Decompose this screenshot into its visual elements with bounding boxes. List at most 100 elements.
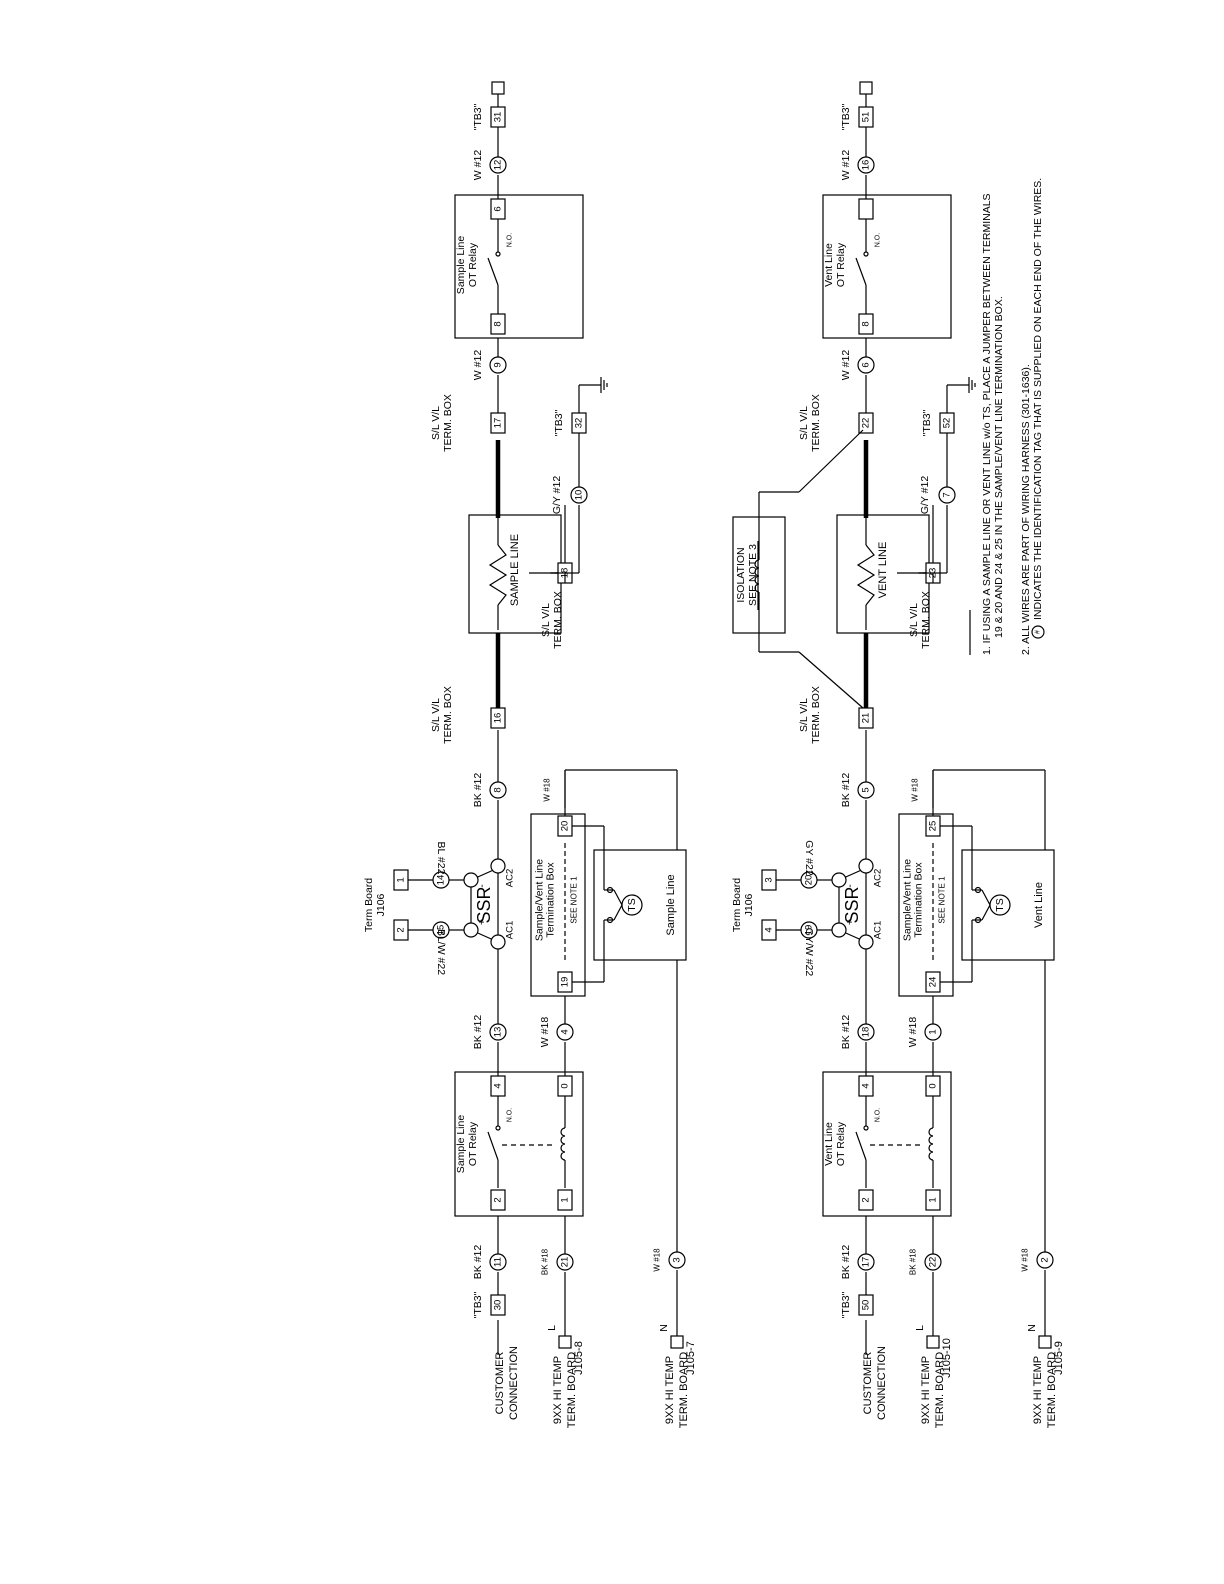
- wire-label: BK #12: [840, 1245, 852, 1280]
- ssr-ac2: AC2: [505, 869, 516, 887]
- wire-tag-label: 3: [672, 1257, 683, 1262]
- ground-symbol: [968, 377, 976, 393]
- ts-wire: [981, 904, 991, 921]
- slvl-label-gnd-line: TERM. BOX: [552, 591, 564, 649]
- note-1-line-2: 19 & 20 AND 24 & 25 IN THE SAMPLE/VENT L…: [993, 296, 1005, 638]
- ts-wire: [981, 889, 991, 906]
- relay2-switch: [855, 257, 867, 286]
- wire-tag-label: 10: [574, 490, 585, 501]
- ssr-ac2: AC2: [873, 869, 884, 887]
- isolation-lead: [798, 429, 864, 493]
- see-note-1: SEE NOTE 1: [570, 876, 579, 924]
- wire-tag: 9: [489, 356, 507, 374]
- slvl-pin-label: 17: [493, 418, 504, 429]
- slvl-pin-label: 16: [493, 713, 504, 724]
- wire-label: W #18: [543, 778, 552, 802]
- ts-dot: [974, 916, 982, 924]
- termination-box-label-line: Termination Box: [545, 862, 557, 938]
- term-board-label-line: Term Board: [731, 878, 743, 932]
- wire-label: BK #12: [840, 773, 852, 808]
- tbox-pin-label: 24: [928, 977, 939, 988]
- ssr-terminal: [490, 858, 506, 874]
- slvl-label-line: S/L V/L: [798, 698, 810, 732]
- tbox-pin: 25: [925, 815, 941, 837]
- ssr-minus: -: [844, 884, 856, 888]
- ssr-ac1: AC1: [505, 921, 516, 939]
- tb3-out-terminal: 51: [858, 106, 874, 128]
- wire-tag-label: 15: [436, 925, 447, 936]
- relay1-pin-label: 1: [560, 1197, 571, 1202]
- ts-dot: [606, 916, 614, 924]
- wire-label: W #18: [653, 1248, 662, 1272]
- term-board-label-line: J106: [743, 893, 755, 916]
- line-l-label: L: [914, 1325, 926, 1331]
- slvl-label-line: TERM. BOX: [442, 686, 454, 744]
- relay2-pin-label: 6: [493, 206, 504, 211]
- ssr-terminal: [490, 934, 506, 950]
- relay2-no-label: N.O.: [875, 233, 882, 247]
- wire-label: G/Y #12: [551, 476, 563, 514]
- ot-relay-2: [822, 194, 952, 339]
- relay1-pin-label: 4: [861, 1083, 872, 1088]
- relay2-pin: [858, 198, 874, 220]
- wire-tag-label: 21: [560, 1257, 571, 1268]
- wire-tag-label: 17: [861, 1257, 872, 1268]
- wire-tag: 13: [489, 1023, 507, 1041]
- slvl-label-gnd-line: S/L V/L: [908, 603, 920, 637]
- wire-tag: 10: [570, 486, 588, 504]
- tb3-gnd-terminal-label: 32: [574, 418, 585, 429]
- wire-tag-label: 9: [493, 362, 504, 367]
- wire-tag: 17: [857, 1253, 875, 1271]
- wire-tag: 1: [924, 1023, 942, 1041]
- tb3-in-terminal-label: 30: [493, 1300, 504, 1311]
- relay2-pin: 8: [490, 313, 506, 335]
- wire-tag: 4: [556, 1023, 574, 1041]
- wire-tag-label: 16: [861, 160, 872, 171]
- wire-tag-label: 19: [804, 925, 815, 936]
- ts-dot: [974, 886, 982, 894]
- slvl-label-line: S/L V/L: [430, 698, 442, 732]
- line-n-label: N: [658, 1324, 670, 1332]
- tb3-out-terminal: 31: [490, 106, 506, 128]
- relay2-contact-dot: [863, 251, 869, 257]
- relay1-pin: 4: [490, 1075, 506, 1097]
- relay1-pin: 0: [557, 1075, 573, 1097]
- relay1-pin-box: [858, 1189, 874, 1211]
- term-board-pin-label: 2: [396, 927, 407, 932]
- j105-n-label: J105-9: [1053, 1341, 1065, 1375]
- note-2-tag-symbol: [1031, 625, 1045, 639]
- slvl-label-line: TERM. BOX: [810, 686, 822, 744]
- ot-relay-1-label-line: Vent Line: [823, 1122, 835, 1166]
- wire-tag-label: 12: [493, 160, 504, 171]
- tb3-out-end: [491, 81, 505, 95]
- wire-tag: 3: [668, 1251, 686, 1269]
- ot-relay-2-label-line: OT Relay: [835, 242, 847, 287]
- wire-label: BK #18: [909, 1248, 918, 1275]
- ssr-terminal: [463, 872, 479, 888]
- relay1-switch: [855, 1131, 867, 1161]
- wire-label: W #12: [840, 150, 852, 181]
- heater-label: VENT LINE: [877, 542, 889, 599]
- tbox-pin-label: 25: [928, 821, 939, 832]
- slvl-pin-label: 21: [861, 713, 872, 724]
- hi-temp-board-label-line: 9XX HI TEMP: [552, 1356, 564, 1424]
- ssr-terminal: [858, 934, 874, 950]
- slvl-label-out-line: S/L V/L: [430, 406, 442, 440]
- see-note-1: SEE NOTE 1: [938, 876, 947, 924]
- line-n-label: N: [1026, 1324, 1038, 1332]
- relay1-coil: [560, 1127, 566, 1161]
- wire-tag: 22: [924, 1253, 942, 1271]
- relay1-pin: 2: [490, 1189, 506, 1211]
- ot-relay-1-label-line: OT Relay: [835, 1121, 847, 1166]
- wire-tag-label: 2: [1040, 1257, 1051, 1262]
- relay2-pin: 8: [858, 313, 874, 335]
- slvl-label-out-line: TERM. BOX: [810, 394, 822, 452]
- tb3-gnd-terminal: 32: [571, 412, 587, 434]
- relay2-pin-label: 8: [861, 321, 872, 326]
